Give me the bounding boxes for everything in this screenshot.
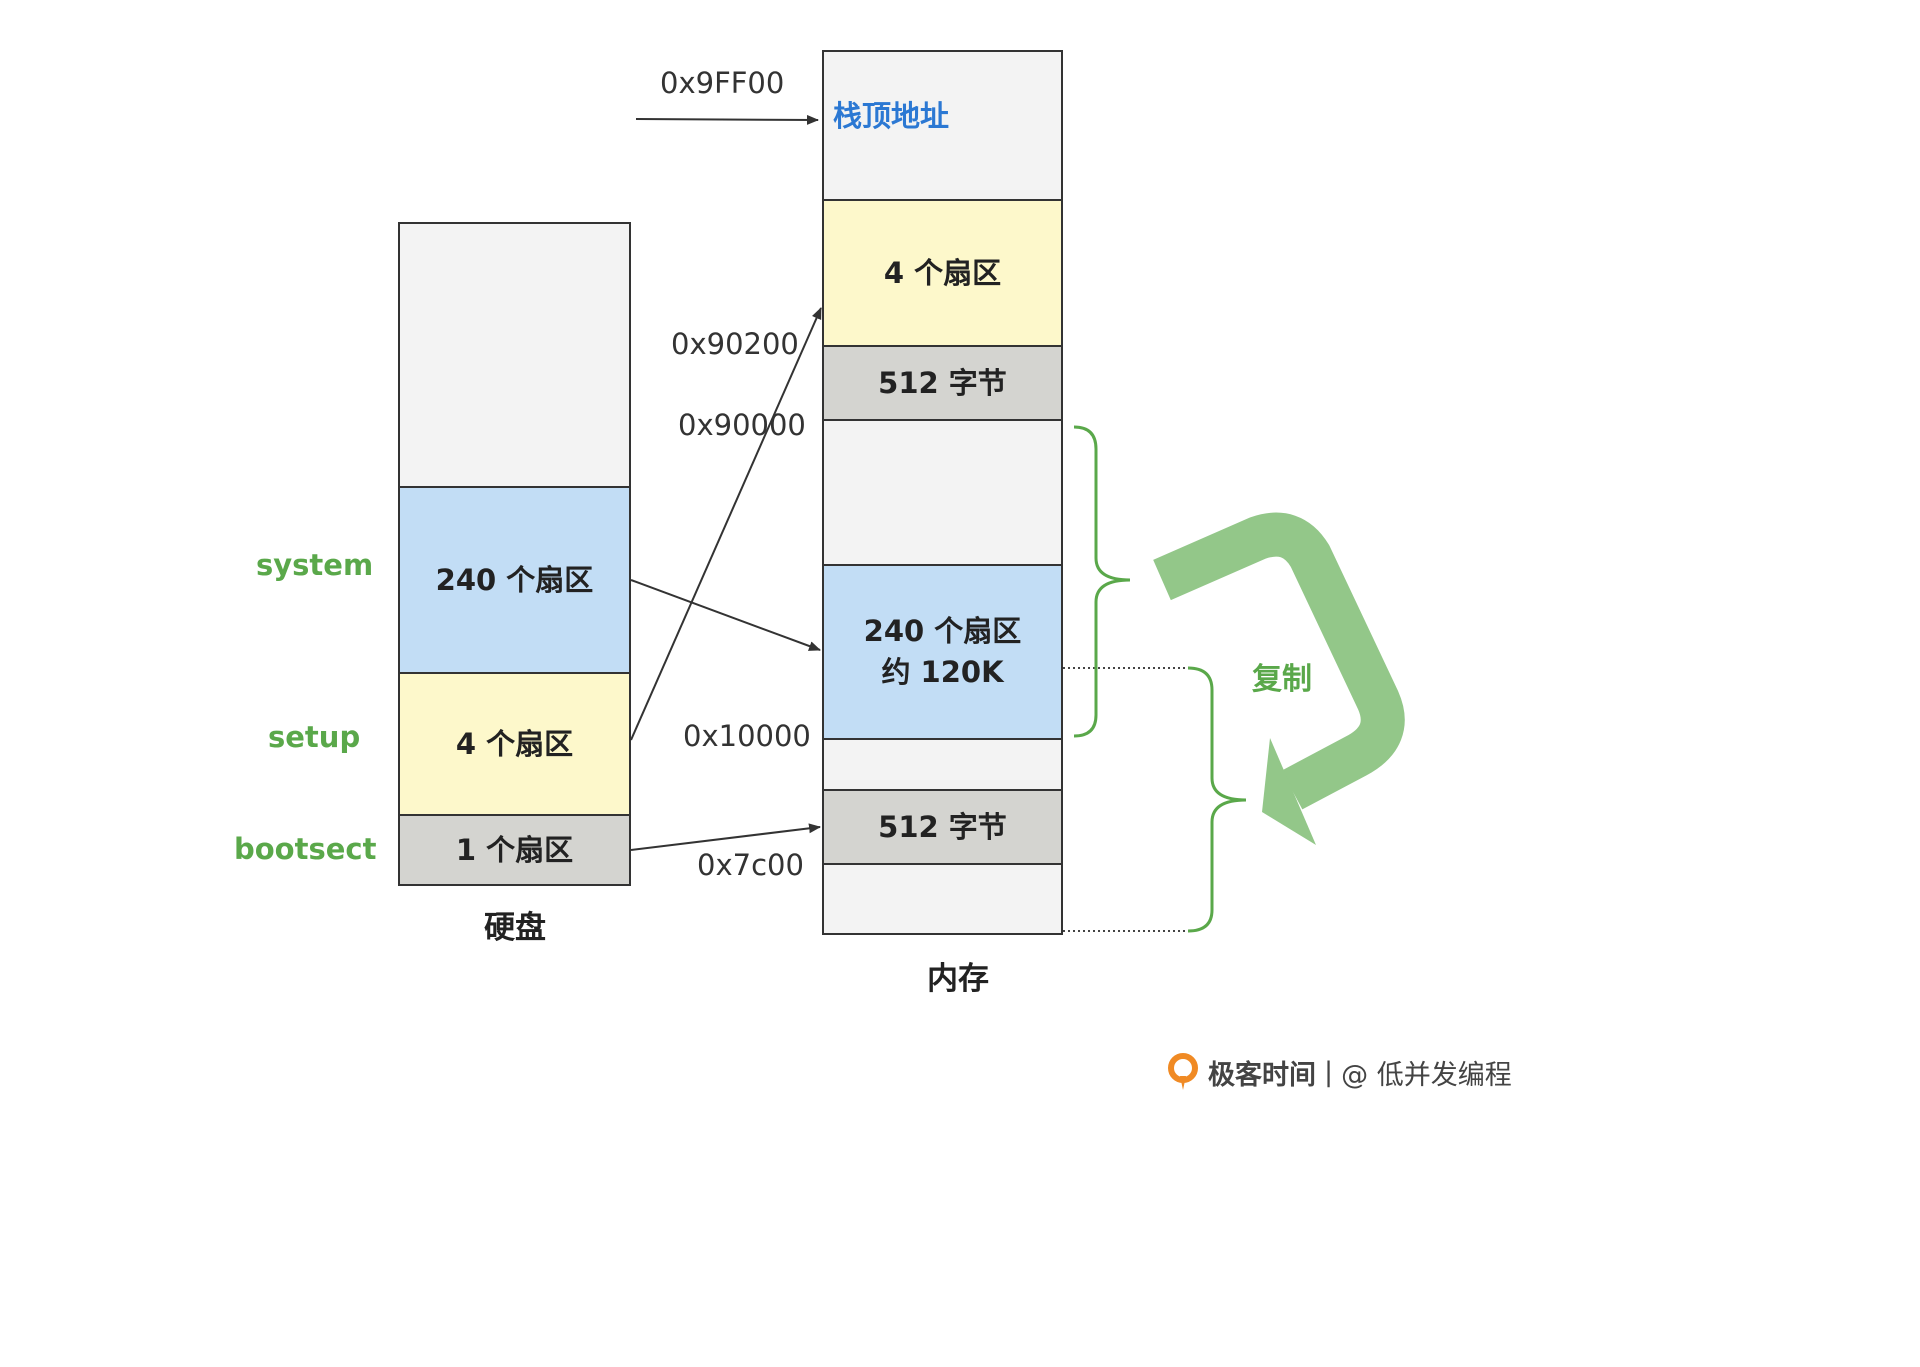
footer-watermark: 极客时间 | @ 低并发编程 [1166,1052,1512,1092]
memory-system-text-line2: 约 120K [881,655,1004,689]
disk-system-block: 240 个扇区 [398,486,631,674]
disk-empty-block [398,222,631,488]
disk-setup-block: 4 个扇区 [398,672,631,816]
disk-bootsect-block: 1 个扇区 [398,814,631,886]
memory-system-block: 240 个扇区 约 120K [822,564,1063,740]
arrow-stack-pointer [635,114,819,125]
address-setup: 0x90200 [671,327,799,361]
copy-arrow-icon [1153,512,1405,845]
copy-label: 复制 [1252,662,1312,697]
boot-memory-diagram: 240 个扇区 4 个扇区 1 个扇区 栈顶地址 4 个扇区 512 字节 24… [234,50,1512,1092]
footer-separator: | [1324,1056,1334,1088]
memory-caption: 内存 [927,961,989,997]
disk-caption: 硬盘 [484,910,546,946]
arrow-system-to-memory [630,579,821,651]
brace-destination-range [1187,666,1247,933]
footer-author: @ 低并发编程 [1341,1059,1512,1091]
label-setup: setup [268,720,361,754]
connectors-layer [630,114,1405,933]
address-bootsect: 0x7c00 [697,848,804,882]
dotted-guide-lines [1063,667,1186,932]
arrow-setup-to-memory [630,307,822,741]
memory-system-text-line1: 240 个扇区 [863,614,1022,649]
disk-bootsect-text: 1 个扇区 [455,832,574,867]
label-bootsect: bootsect [234,832,377,866]
memory-bootsect-text: 512 字节 [878,809,1007,844]
address-system: 0x10000 [683,719,811,753]
address-bootsect-copy: 0x90000 [678,408,806,442]
stack-top-label: 栈顶地址 [833,99,950,133]
geekbang-logo-icon [1166,1052,1200,1092]
brace-source-range [1073,425,1131,738]
arrow-bootsect-to-memory [630,823,821,851]
footer-brand: 极客时间 [1208,1059,1316,1091]
memory-bootsect-copy-text: 512 字节 [878,365,1007,400]
address-stack-top: 0x9FF00 [660,66,785,100]
memory-setup-text: 4 个扇区 [883,255,1002,290]
memory-setup-block: 4 个扇区 [822,199,1063,347]
label-system: system [256,548,374,582]
memory-empty-block [822,738,1063,791]
disk-system-text: 240 个扇区 [435,562,594,597]
disk-setup-text: 4 个扇区 [455,726,574,761]
memory-empty-block [822,863,1063,935]
